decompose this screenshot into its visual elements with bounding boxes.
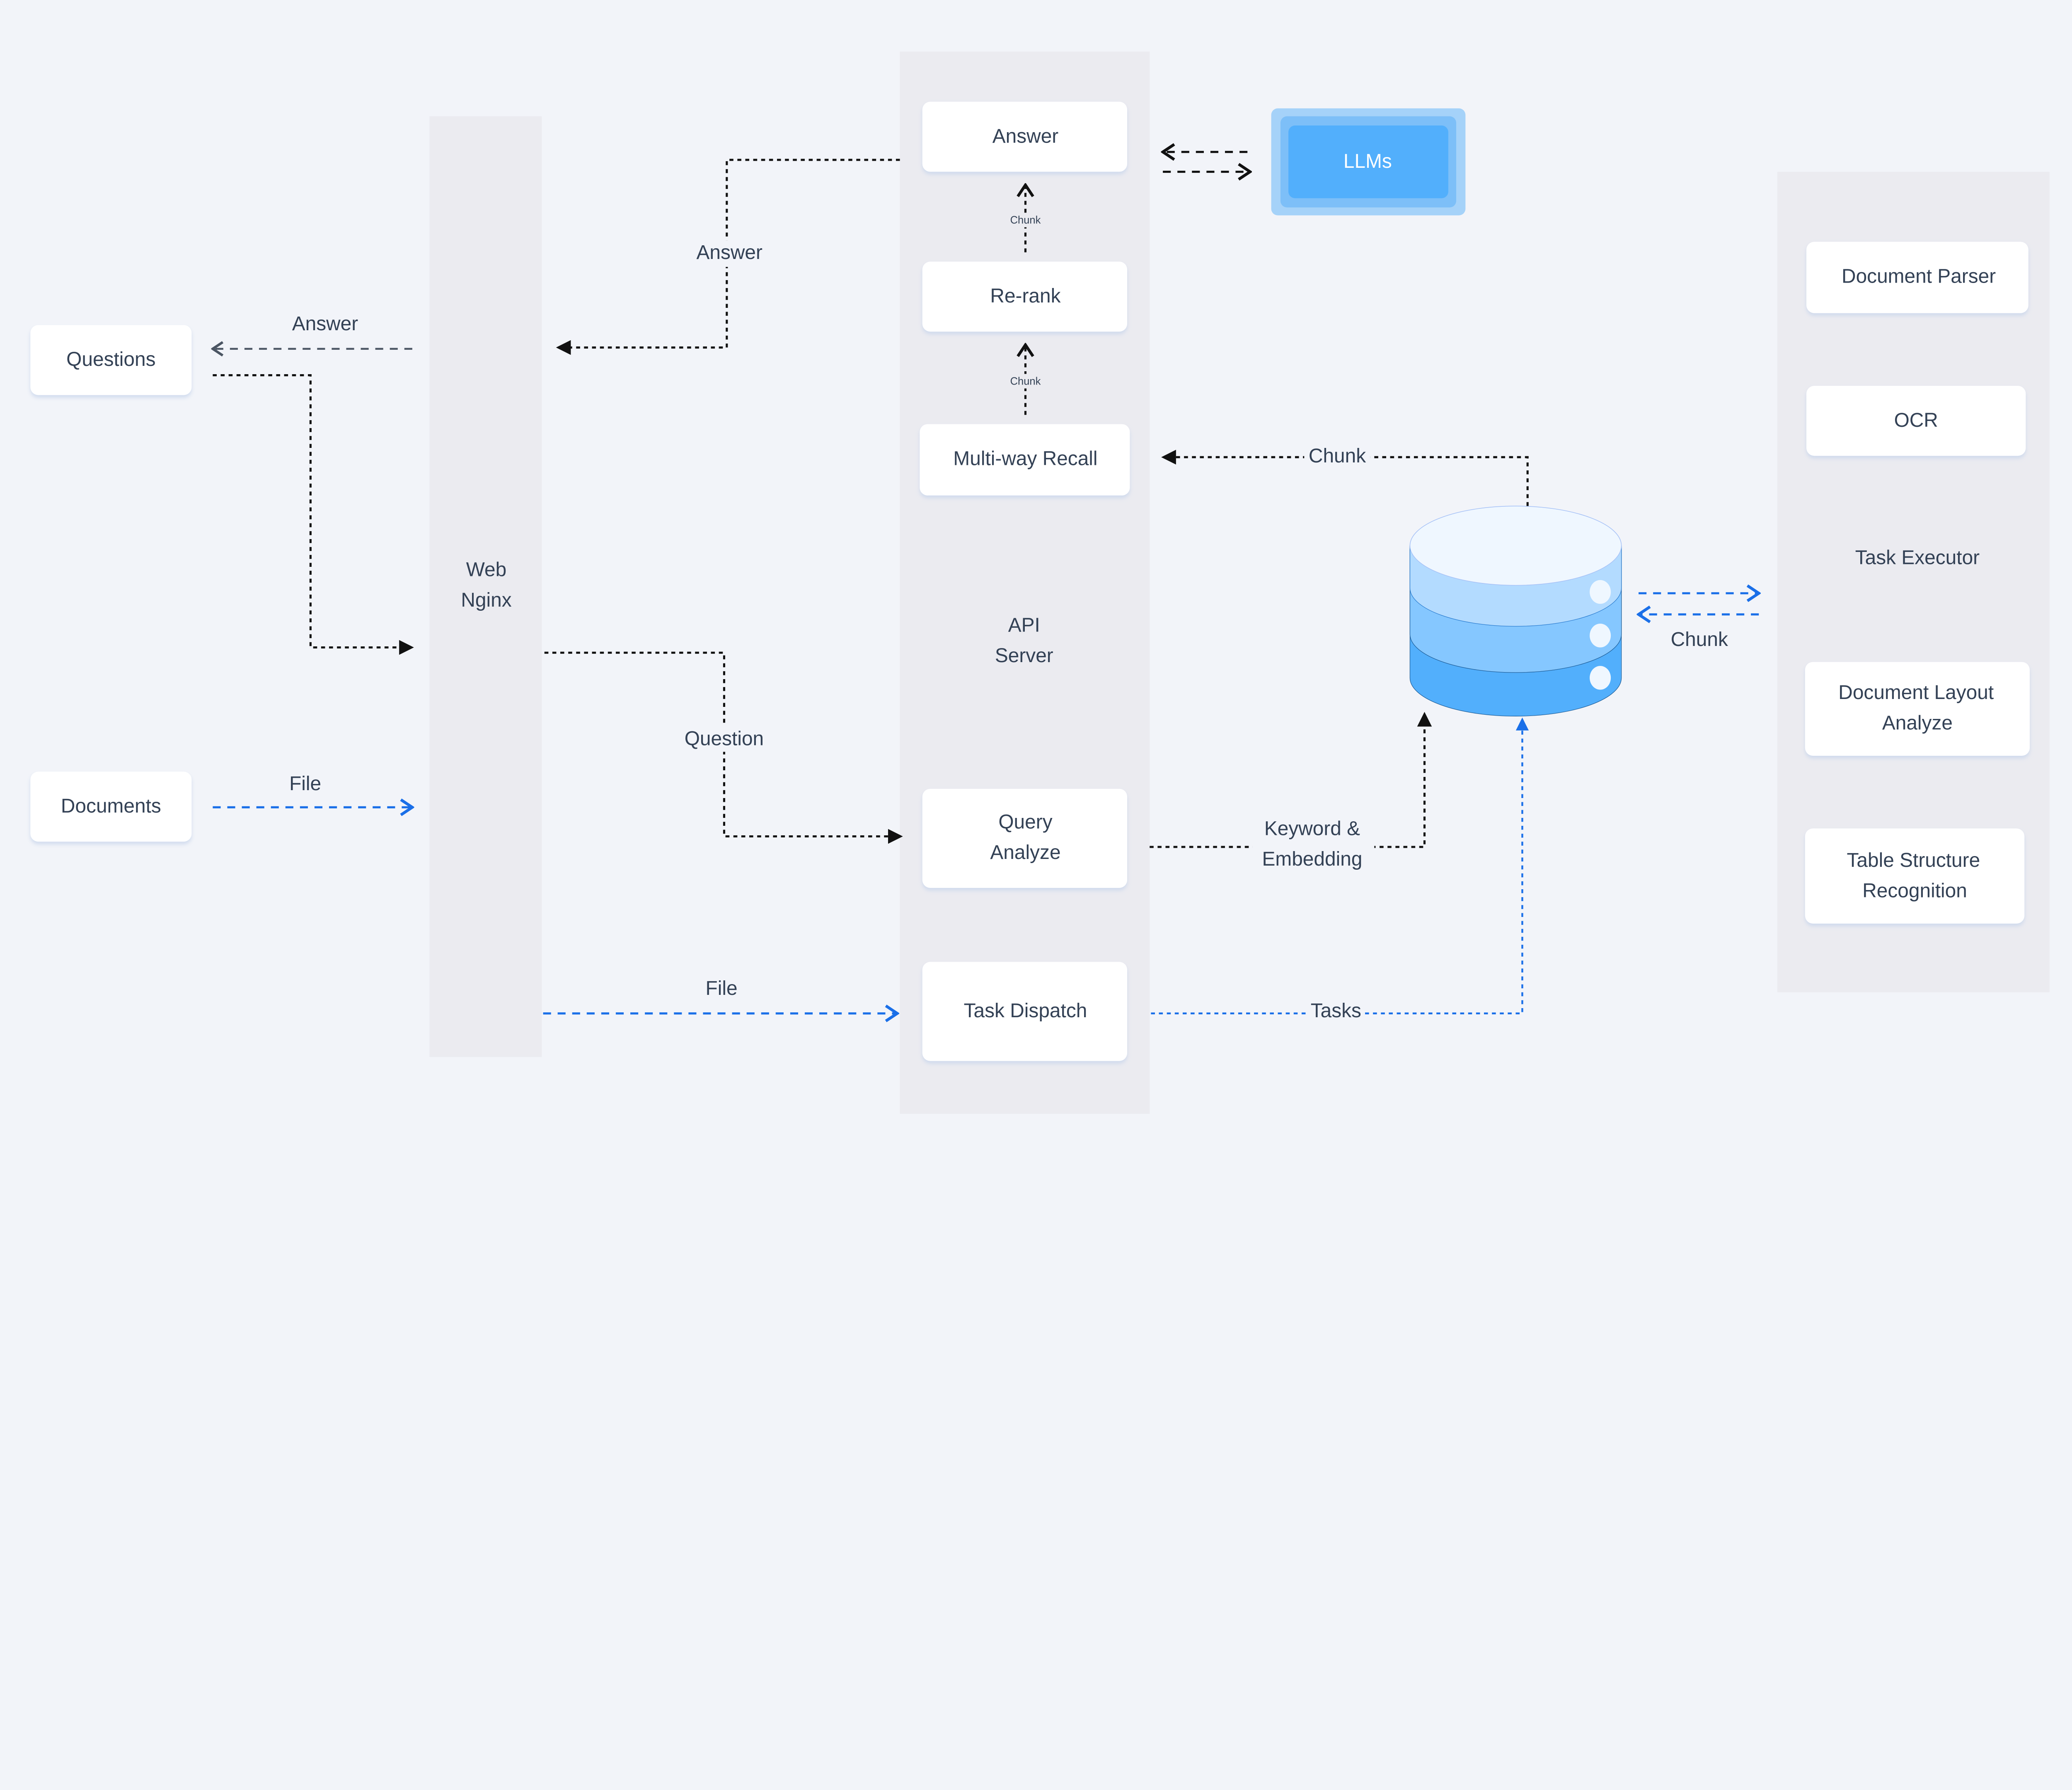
edge-db-to-recall [1161,450,1529,506]
documents-node[interactable]: Documents [30,772,192,842]
svg-text:Answer: Answer [992,125,1059,147]
edge-label-file-dispatch: File [706,977,738,999]
edge-label-answer-questions: Answer [292,313,358,335]
svg-text:Documents: Documents [61,795,161,817]
edge-label-answer-web: Answer [696,242,762,264]
edge-label-file-documents: File [289,773,321,795]
edge-label-chunk-1: Chunk [1010,214,1041,226]
task-executor-label: Task Executor [1855,547,1980,568]
edge-questions-to-web [213,374,414,655]
rerank-node[interactable]: Re-rank [922,261,1128,332]
questions-node[interactable]: Questions [30,325,192,395]
svg-text:Task Dispatch: Task Dispatch [964,1000,1087,1022]
edge-label-tasks: Tasks [1311,1000,1361,1022]
svg-text:Questions: Questions [66,348,155,370]
edge-tasks-to-db [1151,717,1529,1015]
ocr-node[interactable]: OCR [1806,386,2026,456]
edge-label-keyword: Keyword &Embedding [1262,818,1362,870]
multiway-recall-node[interactable]: Multi-way Recall [920,424,1130,496]
edge-label-chunk-db: Chunk [1309,445,1366,467]
svg-text:Multi-way Recall: Multi-way Recall [953,448,1097,469]
web-nginx-column [429,116,542,1057]
svg-text:Document Parser: Document Parser [1842,265,1996,287]
svg-text:OCR: OCR [1894,409,1938,431]
svg-text:LLMs: LLMs [1343,150,1392,172]
edge-label-question: Question [685,728,764,750]
task-dispatch-node[interactable]: Task Dispatch [922,962,1128,1061]
database-icon[interactable] [1409,506,1622,716]
edge-label-chunk-2: Chunk [1010,375,1041,387]
svg-text:Re-rank: Re-rank [990,285,1060,307]
document-parser-node[interactable]: Document Parser [1806,242,2028,313]
answer-node[interactable]: Answer [922,102,1128,172]
llms-node[interactable]: LLMs [1271,108,1466,215]
edge-label-chunk-executor: Chunk [1671,629,1728,651]
edge-answer-to-web [556,159,900,355]
